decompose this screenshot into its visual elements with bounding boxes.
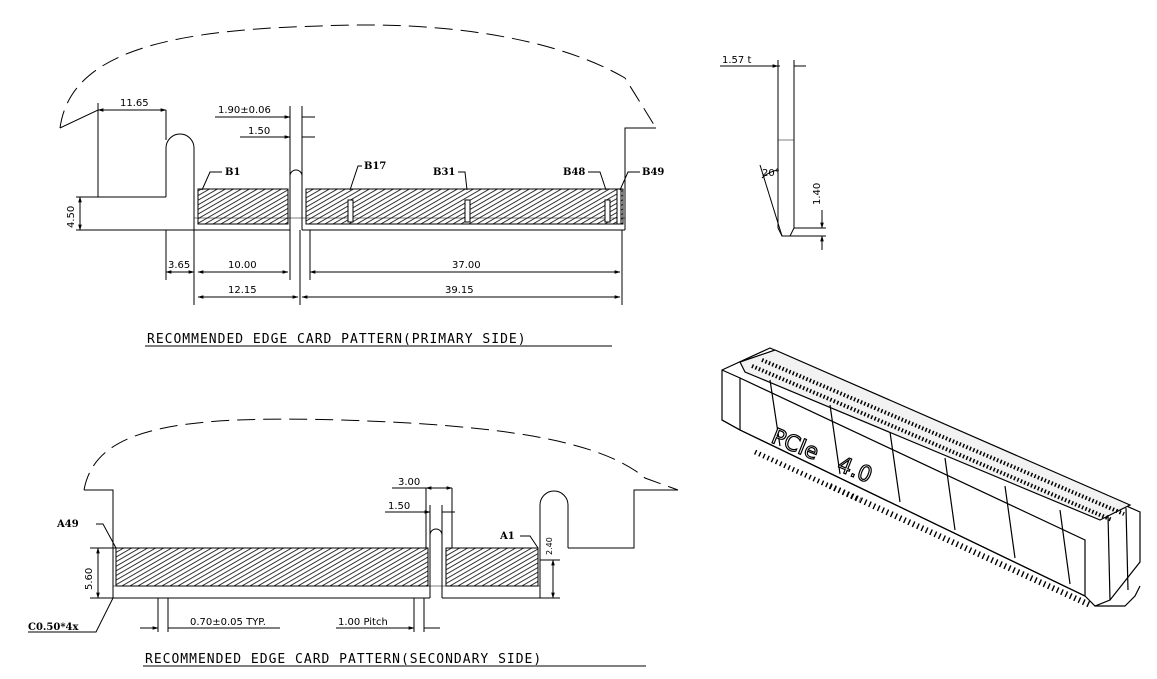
dim-11-65: 11.65 (120, 98, 149, 109)
pin-label-b31: B31 (433, 167, 455, 178)
primary-side-view (59, 24, 657, 347)
primary-labels: 11.65 1.90±0.06 1.50 4.50 3.65 10.00 37.… (66, 98, 664, 347)
pin-label-b1: B1 (225, 167, 240, 178)
side-profile-labels: 1.57 t 20° 1.40 (722, 55, 823, 205)
pin-label-a1: A1 (499, 531, 515, 542)
primary-pads-left (197, 188, 289, 225)
dim-1-50-secondary: 1.50 (388, 501, 410, 512)
dim-37-00: 37.00 (452, 260, 481, 271)
dim-chamfer-angle: 20° (762, 168, 780, 179)
dim-1-50: 1.50 (248, 126, 270, 137)
secondary-pads-left (115, 547, 429, 587)
dim-1-40: 1.40 (812, 183, 823, 205)
secondary-side-view (28, 418, 679, 667)
dim-3-00: 3.00 (398, 477, 420, 488)
primary-caption: RECOMMENDED EDGE CARD PATTERN(PRIMARY SI… (147, 332, 527, 347)
dim-39-15: 39.15 (445, 285, 474, 296)
pin-label-b49: B49 (642, 167, 664, 178)
primary-board-edge (59, 109, 166, 198)
primary-board-outline (59, 24, 657, 129)
pin-label-a49: A49 (56, 519, 79, 530)
dim-0-70: 0.70±0.05 TYP. (190, 617, 266, 628)
dim-5-60: 5.60 (84, 568, 95, 590)
connector-3d-illustration: PCIe 4.0 (721, 347, 1141, 608)
dim-thickness: 1.57 t (722, 55, 751, 66)
dim-pitch: 1.00 Pitch (338, 617, 388, 628)
dim-chamfer: C0.50*4x (28, 622, 80, 633)
secondary-board-outline (83, 418, 679, 491)
secondary-pads-right (445, 547, 539, 587)
dim-1-90: 1.90±0.06 (218, 105, 271, 116)
dim-3-65: 3.65 (168, 260, 190, 271)
secondary-labels: 3.00 1.50 5.60 2.40 0.70±0.05 TYP. 1.00 … (28, 477, 554, 667)
dim-10-00: 10.00 (228, 260, 257, 271)
secondary-caption: RECOMMENDED EDGE CARD PATTERN(SECONDARY … (145, 652, 542, 667)
secondary-key-slot (539, 490, 569, 598)
pin-label-b48: B48 (563, 167, 585, 178)
board-side-profile (720, 60, 826, 250)
dim-2-40: 2.40 (545, 537, 554, 555)
dim-12-15: 12.15 (228, 285, 257, 296)
dim-4-50: 4.50 (66, 206, 77, 228)
pin-label-b17: B17 (364, 161, 386, 172)
primary-key-slot (165, 133, 195, 230)
